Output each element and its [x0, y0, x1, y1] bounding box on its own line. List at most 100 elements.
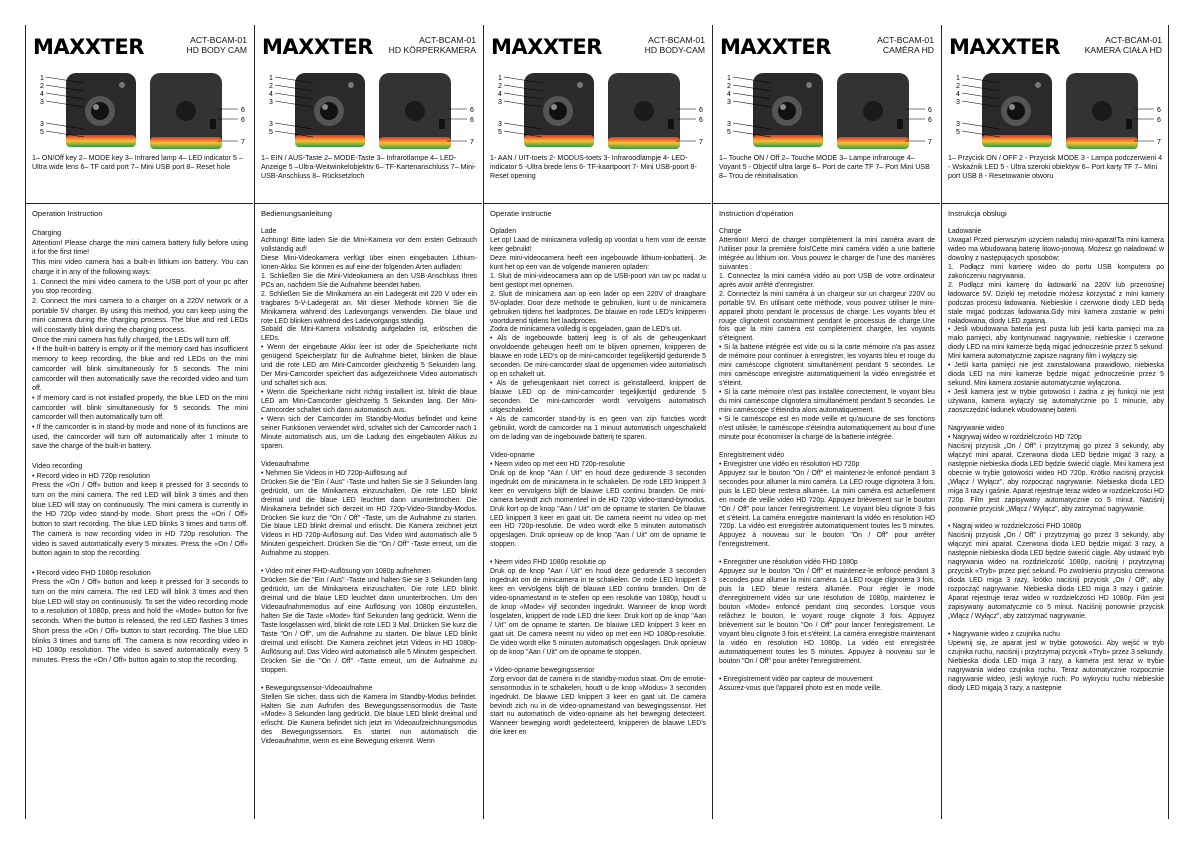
brand-logo: MAXXTER: [33, 35, 144, 59]
callout-number: 3: [956, 99, 960, 106]
callout-line: [45, 92, 85, 100]
callout-number: 6: [928, 107, 932, 114]
lens-glint: [780, 104, 786, 110]
camera-drawing: 1243356678: [40, 73, 245, 162]
callout-line: [45, 76, 85, 84]
parts-legend: 1– EIN / AUS-Taste 2– MODE-Taste 3– Infr…: [261, 154, 477, 180]
section-title: Instrukcja obsługi: [948, 209, 1007, 218]
model-label: ACT-BCAM-01 HD KÖRPERKAMERA: [389, 35, 476, 55]
led-icon: [348, 82, 354, 88]
callout-line: [732, 92, 772, 100]
camera-side-stripe: [379, 137, 451, 149]
lens-glint: [551, 104, 557, 110]
callout-line: [274, 76, 314, 84]
camera-illustration: 1243356678: [261, 65, 479, 162]
brand-logo: MAXXTER: [491, 35, 602, 59]
rear-lens-icon: [176, 101, 196, 121]
callout-number: 3: [269, 99, 273, 106]
callout-number: 1: [956, 75, 960, 82]
lens-glint: [322, 104, 328, 110]
callout-line: [45, 84, 85, 92]
callout-line: [503, 84, 543, 92]
led-icon: [119, 82, 125, 88]
camera-illustration: 1243356678: [490, 65, 708, 162]
model-number: ACT-BCAM-01: [1105, 35, 1162, 45]
brand-logo: MAXXTER: [262, 35, 373, 59]
callout-number: 4: [269, 91, 273, 98]
instructions-text: Opladen Let op! Laad de minicamera volle…: [490, 228, 706, 737]
parts-legend: 1- AAN / UIT-toets 2- MODUS-toets 3- Inf…: [490, 154, 697, 180]
camera-drawing: 1243356678: [498, 73, 703, 162]
callout-number: 6: [1157, 107, 1161, 114]
instructions-text: Ładowanie Uwaga! Przed pierwszym użyciem…: [948, 228, 1164, 692]
callout-number: 7: [241, 139, 245, 146]
model-number: ACT-BCAM-01: [190, 35, 247, 45]
model-number: ACT-BCAM-01: [877, 35, 934, 45]
callout-line: [961, 100, 1001, 108]
callout-number: 2: [40, 83, 44, 90]
led-icon: [806, 82, 812, 88]
instructions-body: Operatie instructie Opladen Let op! Laad…: [484, 204, 711, 819]
callout-number: 4: [956, 91, 960, 98]
callout-line: [732, 100, 772, 108]
callout-number: 6: [699, 117, 703, 124]
card-port-icon: [210, 119, 216, 129]
lens-glint: [93, 104, 99, 110]
callout-number: 4: [498, 91, 502, 98]
callout-number: 2: [498, 83, 502, 90]
callout-number: 2: [956, 83, 960, 90]
callout-number: 7: [470, 139, 474, 146]
section-title: Operatie instructie: [490, 209, 552, 218]
brand-logo: MAXXTER: [949, 35, 1060, 59]
camera-illustration: 1243356678: [948, 65, 1166, 162]
lens-glint: [1009, 104, 1015, 110]
instructions-text: Lade Achtung! Bitte laden Sie die Mini-K…: [261, 228, 477, 746]
callout-line: [961, 122, 1001, 130]
callout-line: [503, 122, 543, 130]
product-name: HD BODY CAM: [186, 45, 247, 55]
lens-icon: [549, 102, 567, 120]
callout-number: 2: [269, 83, 273, 90]
callout-number: 1: [727, 75, 731, 82]
callout-line: [732, 130, 772, 138]
brand-logo: MAXXTER: [720, 35, 831, 59]
callout-line: [732, 122, 772, 130]
callout-number: 1: [40, 75, 44, 82]
callout-line: [503, 92, 543, 100]
callout-line: [961, 130, 1001, 138]
product-name: CAMÉRA HD: [882, 45, 934, 55]
callout-line: [274, 122, 314, 130]
rear-lens-icon: [634, 101, 654, 121]
rear-lens-icon: [863, 101, 883, 121]
callout-number: 3: [498, 99, 502, 106]
callout-number: 5: [956, 129, 960, 136]
callout-number: 6: [1157, 117, 1161, 124]
callout-number: 6: [241, 117, 245, 124]
callout-number: 3: [269, 121, 273, 128]
callout-number: 5: [269, 129, 273, 136]
parts-legend: 1– Przycisk ON / OFF 2 - Przycisk MODE 3…: [948, 154, 1163, 180]
callout-line: [732, 84, 772, 92]
camera-front-stripe: [524, 135, 594, 147]
callout-line: [274, 130, 314, 138]
camera-front-stripe: [295, 135, 365, 147]
rear-lens-icon: [1092, 101, 1112, 121]
camera-illustration: 1243356678: [32, 65, 250, 162]
callout-line: [961, 76, 1001, 84]
callout-number: 6: [470, 107, 474, 114]
card-port-icon: [1126, 119, 1132, 129]
card-port-icon: [439, 119, 445, 129]
instructions-body: Instruction d'opération Charge Attention…: [713, 204, 940, 819]
product-name: KAMERA CIAŁA HD: [1084, 45, 1162, 55]
section-title: Operation Instruction: [32, 209, 103, 218]
camera-front-stripe: [982, 135, 1052, 147]
card-port-icon: [897, 119, 903, 129]
parts-legend: 1– Touche ON / Off 2– Touche MODE 3– Lam…: [719, 154, 930, 180]
camera-drawing: 1243356678: [269, 73, 474, 162]
instructions-body: Bedienungsanleitung Lade Achtung! Bitte …: [255, 204, 482, 819]
